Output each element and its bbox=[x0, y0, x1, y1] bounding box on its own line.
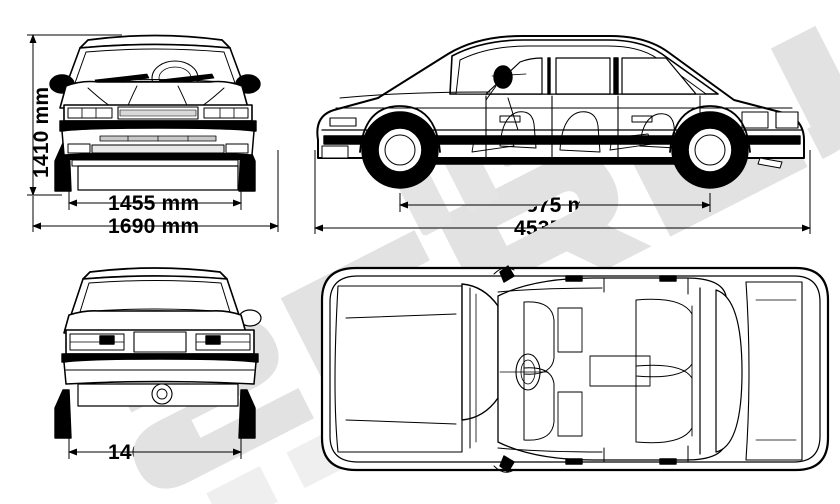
dimension-length bbox=[314, 150, 811, 234]
front-elevation-view bbox=[49, 34, 261, 192]
dimension-rear-track bbox=[68, 438, 242, 459]
rear-elevation-view bbox=[54, 267, 262, 439]
side-elevation-view bbox=[316, 35, 805, 189]
dimension-wheelbase bbox=[399, 193, 711, 212]
dimension-width bbox=[32, 150, 279, 232]
dimension-front-track bbox=[68, 191, 242, 210]
dimension-height bbox=[27, 34, 122, 196]
plan-view bbox=[320, 265, 830, 473]
